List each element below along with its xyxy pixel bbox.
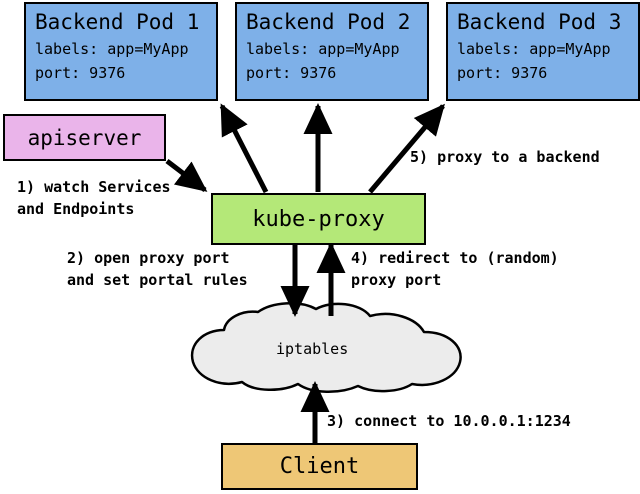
kube-proxy-node[interactable]: kube-proxy <box>211 193 426 245</box>
annotation-step-2: 2) open proxy port and set portal rules <box>67 247 248 291</box>
annotation-step-3-line-1: 3) connect to 10.0.0.1:1234 <box>327 412 571 430</box>
pod-labels: labels: app=MyApp <box>246 40 400 58</box>
backend-pod-2[interactable]: Backend Pod 2 labels: app=MyApp port: 93… <box>235 2 429 101</box>
arrow-apiserver-to-kubeproxy <box>165 159 208 192</box>
annotation-step-5-line-1: 5) proxy to a backend <box>410 148 600 166</box>
backend-pod-1[interactable]: Backend Pod 1 labels: app=MyApp port: 93… <box>24 2 218 101</box>
annotation-step-1-line-2: and Endpoints <box>17 200 135 218</box>
annotation-step-5: 5) proxy to a backend <box>410 146 600 168</box>
arrow-kubeproxy-to-pod1 <box>219 103 269 194</box>
annotation-step-4-line-1: 4) redirect to (random) <box>351 249 559 267</box>
pod-labels: labels: app=MyApp <box>35 40 189 58</box>
pod-labels: labels: app=MyApp <box>457 40 611 58</box>
client-label: Client <box>279 454 360 479</box>
annotation-step-1: 1) watch Services and Endpoints <box>17 176 171 220</box>
iptables-label: iptables <box>276 340 349 358</box>
backend-pod-3[interactable]: Backend Pod 3 labels: app=MyApp port: 93… <box>446 2 640 101</box>
pod-title: Backend Pod 2 <box>246 10 411 34</box>
apiserver-node[interactable]: apiserver <box>3 114 166 161</box>
kube-proxy-label: kube-proxy <box>252 206 385 232</box>
annotation-step-3: 3) connect to 10.0.0.1:1234 <box>327 410 571 432</box>
client-node[interactable]: Client <box>221 443 418 490</box>
pod-port: port: 9376 <box>457 64 548 82</box>
annotation-step-1-line-1: 1) watch Services <box>17 178 171 196</box>
annotation-step-2-line-1: 2) open proxy port <box>67 249 230 267</box>
iptables-cloud-shape <box>190 302 462 394</box>
annotation-step-4: 4) redirect to (random) proxy port <box>351 247 559 291</box>
pod-title: Backend Pod 1 <box>35 10 200 34</box>
apiserver-label: apiserver <box>27 125 142 150</box>
pod-port: port: 9376 <box>35 64 126 82</box>
annotation-step-2-line-2: and set portal rules <box>67 271 248 289</box>
pod-port: port: 9376 <box>246 64 337 82</box>
arrow-kubeproxy-to-pod3 <box>368 103 445 194</box>
annotation-step-4-line-2: proxy port <box>351 271 442 289</box>
pod-title: Backend Pod 3 <box>457 10 622 34</box>
